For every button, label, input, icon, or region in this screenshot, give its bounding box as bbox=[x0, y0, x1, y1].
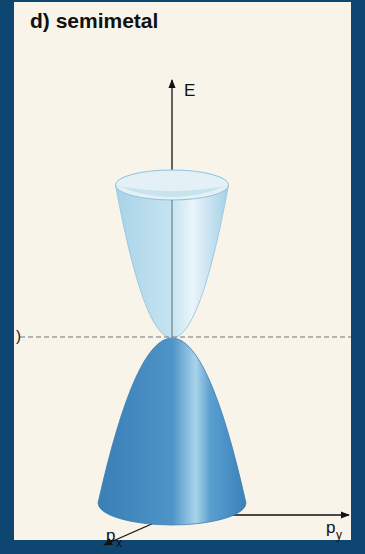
axis-subscript: y bbox=[336, 529, 342, 541]
energy-axis-inner bbox=[172, 200, 173, 338]
fermi-level-line bbox=[20, 337, 351, 338]
conduction-band bbox=[116, 185, 229, 338]
valence-band bbox=[98, 338, 246, 525]
cut-label: ) bbox=[16, 328, 21, 343]
axis-subscript: x bbox=[116, 537, 122, 549]
axis-label: p bbox=[326, 519, 335, 536]
rim-shade bbox=[118, 186, 226, 197]
conduction-band-rim bbox=[116, 170, 229, 200]
panel-title: d) semimetal bbox=[30, 10, 158, 31]
axis-label: E bbox=[184, 82, 195, 99]
axis-label: p bbox=[106, 527, 115, 544]
